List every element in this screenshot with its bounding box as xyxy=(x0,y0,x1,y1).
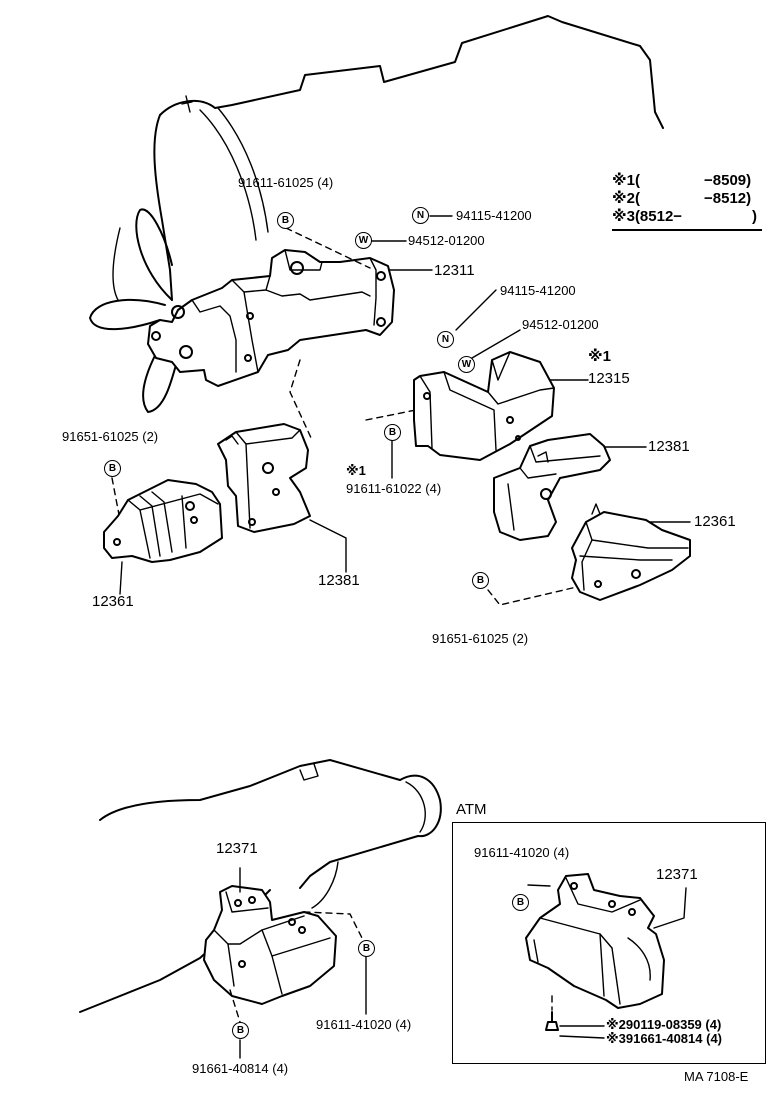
label-part-12381-right: 12381 xyxy=(648,438,690,455)
bolt-symbol-center-icon: B xyxy=(384,424,401,441)
insulator-12381-right-shape xyxy=(493,433,611,541)
label-nut-94115-41200-mid: 94115-41200 xyxy=(500,283,576,298)
insulator-12381-left-shape xyxy=(217,423,311,533)
atm-bolt-shape xyxy=(545,995,605,1039)
legend-value-2: −8512) xyxy=(704,190,752,207)
atm-inset-box xyxy=(452,822,766,1064)
label-bolt-91611-61022: 91611-61022 (4) xyxy=(346,481,442,496)
washer-symbol-icon: W xyxy=(355,232,372,249)
atm-title: ATM xyxy=(456,801,487,818)
label-bolt-91611-41020: 91611-41020 (4) xyxy=(316,1017,412,1032)
engine-outline xyxy=(159,15,664,129)
label-part-12381-left: 12381 xyxy=(318,572,360,589)
mount-12371-atm-shape xyxy=(525,873,665,1009)
label-mark-12315: ※1 xyxy=(588,348,611,365)
label-part-12361-left: 12361 xyxy=(92,593,134,610)
label-nut-94115-41200-top: 94115-41200 xyxy=(456,208,532,223)
mount-12371-lower-shape xyxy=(203,885,337,1005)
legend-mark-1: ※1 xyxy=(612,172,635,189)
label-bolt-91611-61025: 91611-61025 (4) xyxy=(238,175,334,190)
bolt-symbol-left-icon: B xyxy=(104,460,121,477)
label-washer-94512-01200-top: 94512-01200 xyxy=(408,233,485,248)
legend-row-3: ※3(8512−) xyxy=(612,208,757,226)
label-bolt-91651-61025-right: 91651-61025 (2) xyxy=(432,631,529,646)
label-atm-bolt-91611-41020: 91611-41020 (4) xyxy=(474,845,570,860)
legend-row-1: ※1( −8509) xyxy=(612,172,751,190)
bracket-12311-shape xyxy=(147,249,395,387)
label-bolt-91661-40814: 91661-40814 (4) xyxy=(192,1061,289,1076)
label-part-12315: 12315 xyxy=(588,370,630,387)
legend-value-1: −8509) xyxy=(704,172,752,189)
label-mark-bolt-mid: ※1 xyxy=(346,463,366,478)
bolt-symbol-lower-right-icon: B xyxy=(472,572,489,589)
label-washer-94512-01200-mid: 94512-01200 xyxy=(522,317,599,332)
label-atm-part-12371: 12371 xyxy=(656,866,698,883)
legend-underline xyxy=(612,229,762,231)
label-atm-bolt-290119-08359: ※290119-08359 (4) xyxy=(606,1017,722,1032)
washer-symbol-mid-icon: W xyxy=(458,356,475,373)
label-atm-bolt-391661-40814: ※391661-40814 (4) xyxy=(606,1031,722,1046)
legend-range-1: ( xyxy=(634,172,640,189)
label-bolt-91651-61025-left: 91651-61025 (2) xyxy=(62,429,159,444)
insulator-12361-left-shape xyxy=(103,479,223,563)
legend-mark-2: ※2 xyxy=(612,190,635,207)
fan-illustration xyxy=(89,208,181,413)
bolt-symbol-lower-icon: B xyxy=(358,940,375,957)
legend-mark-3: ※3 xyxy=(612,208,635,225)
legend-value-3: ) xyxy=(752,208,757,225)
label-part-12361-right: 12361 xyxy=(694,513,736,530)
label-part-12371: 12371 xyxy=(216,840,258,857)
label-part-12311: 12311 xyxy=(434,262,475,279)
diagram-code: MA 7108-E xyxy=(684,1069,749,1084)
legend-range-3: (8512− xyxy=(634,208,683,225)
engine-outline-left xyxy=(153,114,173,301)
bolt-symbol-atm-icon: B xyxy=(512,894,529,911)
bolt-symbol-bottom-icon: B xyxy=(232,1022,249,1039)
nut-symbol-icon: N xyxy=(412,207,429,224)
bolt-symbol-icon: B xyxy=(277,212,294,229)
bracket-12315-shape xyxy=(413,351,555,461)
insulator-12361-right-shape xyxy=(571,503,691,601)
nut-symbol-mid-icon: N xyxy=(437,331,454,348)
legend-row-2: ※2( −8512) xyxy=(612,190,751,208)
legend-range-2: ( xyxy=(634,190,640,207)
